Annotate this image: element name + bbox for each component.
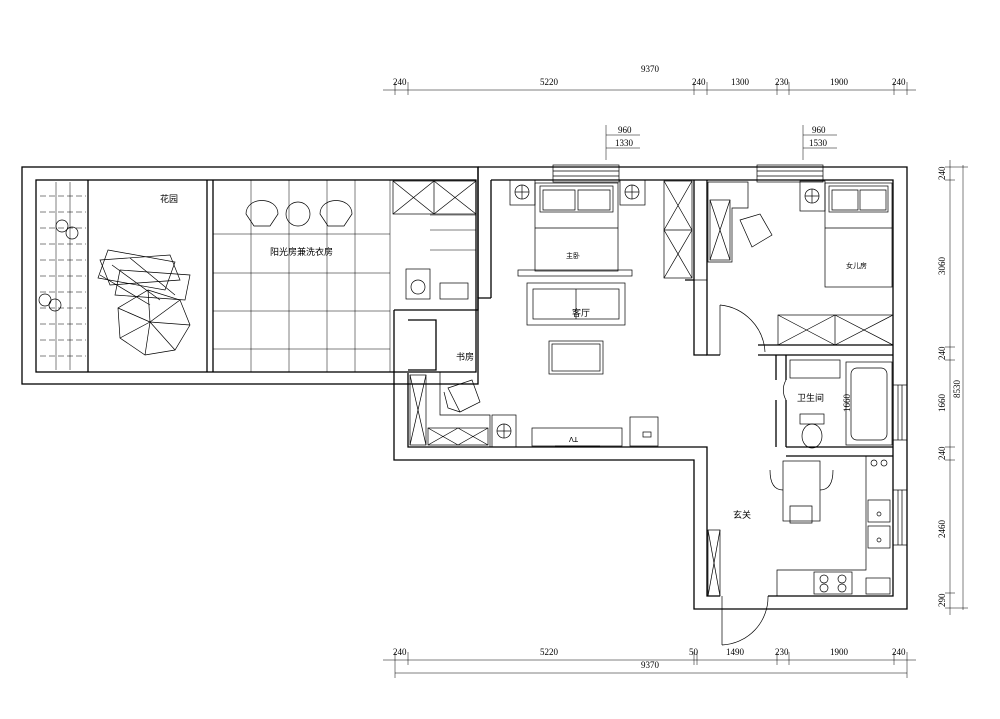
tv-cabinet-icon: TV — [531, 427, 623, 447]
nightstand-icon — [799, 180, 826, 212]
top-dimension-chain: 9370 240 5220 240 1300 230 1900 240 — [383, 64, 916, 95]
study-area: 书房 — [408, 351, 517, 448]
bathtub-icon — [845, 361, 893, 446]
nightstand-left-icon — [509, 179, 536, 206]
stove-icon — [813, 571, 891, 595]
bottom-dim-5: 230 — [775, 647, 789, 657]
right-dimension-chain: 240 3060 240 1660 240 2460 290 8530 — [937, 160, 968, 615]
master-bedroom-area: 主卧 — [509, 179, 693, 279]
sunroom-label: 阳光房兼洗衣房 — [270, 246, 333, 258]
side-cabinet — [629, 416, 659, 447]
right-dim-4: 1660 — [937, 394, 947, 413]
right-dim-7: 290 — [937, 593, 947, 607]
window-dimension-right: 960 1530 — [802, 125, 837, 160]
top-dim-2: 5220 — [540, 77, 559, 87]
entrance-area: 玄关 — [707, 456, 891, 646]
window-right-height: 1530 — [809, 138, 828, 148]
bath-shelf — [789, 359, 841, 379]
garden-area: 花园 — [38, 182, 191, 370]
top-dim-7: 240 — [892, 77, 906, 87]
toilet-icon — [799, 413, 825, 449]
tv-label: TV — [569, 435, 579, 443]
window-left-height: 1330 — [615, 138, 634, 148]
shoe-cabinet-icon — [707, 529, 721, 597]
top-dim-3: 240 — [692, 77, 706, 87]
l-desk-icon — [408, 371, 491, 448]
exterior-walls — [21, 166, 908, 610]
patio-umbrella-icon — [117, 289, 191, 356]
bottom-dimension-chain: 240 5220 50 1490 230 1900 240 9370 — [383, 647, 916, 678]
top-dim-5: 230 — [775, 77, 789, 87]
study-cabinet-icon — [491, 414, 517, 448]
top-dim-1: 240 — [393, 77, 407, 87]
bottom-dim-1: 240 — [393, 647, 407, 657]
dining-table-icon — [769, 460, 834, 524]
bottom-dim-3: 50 — [689, 647, 699, 657]
bottom-dim-6: 1900 — [830, 647, 849, 657]
coffee-table — [548, 340, 604, 375]
storage-cabinet-icon — [392, 180, 477, 215]
window-left-width: 960 — [618, 125, 632, 135]
right-dim-5: 240 — [937, 446, 947, 460]
windows — [552, 164, 908, 546]
garden-label: 花园 — [160, 193, 178, 205]
plant-icon — [38, 219, 79, 312]
washing-machine-icon — [405, 268, 469, 300]
wardrobe-icon — [777, 314, 894, 346]
bottom-dim-4: 1490 — [726, 647, 745, 657]
living-room-area: TV 客厅 — [526, 282, 659, 447]
bathroom-label: 卫生间 — [797, 392, 824, 404]
sunroom-area: 阳光房兼洗衣房 — [213, 180, 477, 372]
master-bedroom-label: 主卧 — [566, 251, 580, 260]
window-right-width: 960 — [812, 125, 826, 135]
kitchen-counter-icon — [776, 456, 891, 596]
desk-and-chair-icon — [707, 181, 773, 263]
sofa-icon — [526, 282, 626, 326]
lounge-chairs-icon — [97, 249, 191, 306]
right-dim-2: 3060 — [937, 257, 947, 276]
bottom-dim-7: 240 — [892, 647, 906, 657]
nightstand-right-icon — [619, 179, 646, 206]
daughter-room-label: 女儿房 — [846, 261, 867, 270]
right-dim-1: 240 — [937, 166, 947, 180]
top-total-dimension: 9370 — [641, 64, 660, 74]
living-room-label: 客厅 — [572, 307, 590, 319]
right-dim-3: 240 — [937, 346, 947, 360]
entrance-label: 玄关 — [733, 509, 751, 521]
bottom-dim-2: 5220 — [540, 647, 559, 657]
right-total-dimension: 8530 — [952, 380, 962, 399]
bathroom-area: 卫生间 1660 — [782, 359, 893, 449]
top-dim-4: 1300 — [731, 77, 750, 87]
bath-dimension: 1660 — [842, 394, 852, 413]
right-dim-6: 2460 — [937, 520, 947, 539]
daughter-room-area: 女儿房 — [707, 180, 894, 355]
entry-door-icon[interactable] — [721, 595, 769, 646]
study-label: 书房 — [456, 351, 474, 363]
door-swing-icon — [782, 379, 787, 401]
top-dim-6: 1900 — [830, 77, 849, 87]
wardrobe-icon — [663, 180, 693, 279]
cafe-table-set-icon — [245, 200, 353, 227]
bottom-total-dimension: 9370 — [641, 660, 660, 670]
window-dimension-left: 960 1330 — [605, 125, 640, 160]
door-swing-icon — [719, 304, 766, 355]
office-chair-icon — [443, 379, 481, 413]
